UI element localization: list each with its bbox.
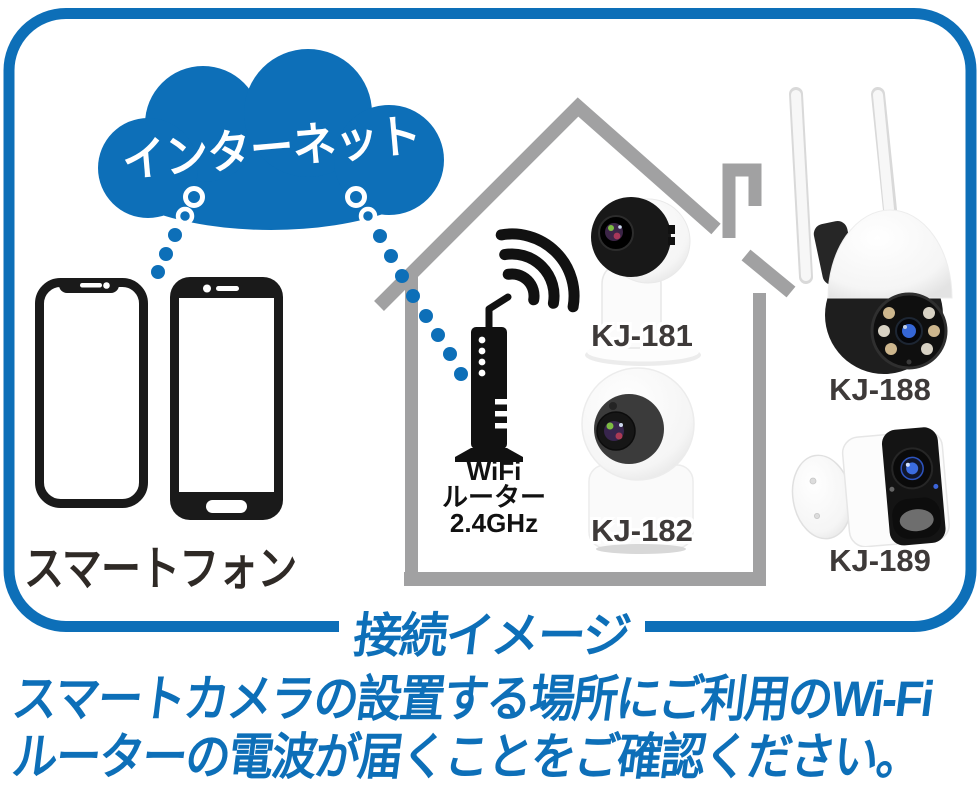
caption-line2: ルーターの電波が届くことをご確認ください。 [9,729,924,785]
frame-border [3,8,977,638]
smartphone-right-icon [170,277,283,520]
camera-kj181-label: KJ-181 [591,318,693,353]
camera-kj182-image [581,367,695,554]
camera-kj182-label: KJ-182 [591,513,693,548]
wifi-router-label: WiFi ルーター 2.4GHz [424,458,564,536]
smartphone-left-icon [35,278,148,508]
section-title: 接続イメージ [350,610,633,663]
wifi-router-icon [455,293,523,462]
camera-kj181-image [585,197,701,366]
chimney [722,163,762,238]
camera-kj189-image [791,427,950,548]
wifi-router-label-line2: ルーター [441,482,546,512]
wifi-signal-icon [495,228,580,313]
camera-kj189-label: KJ-189 [829,543,931,578]
house-outline [374,97,796,586]
connection-dots [151,186,468,381]
wifi-router-label-line3: 2.4GHz [449,508,539,538]
smartphone-label: スマートフォン [24,542,297,595]
camera-kj188-label: KJ-188 [829,372,931,407]
camera-kj188-image [789,87,953,374]
wifi-router-label-line1: WiFi [466,456,522,486]
